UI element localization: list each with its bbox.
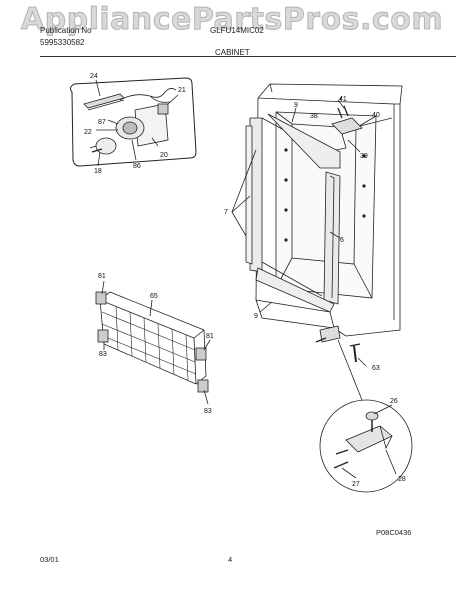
callout-39: 39: [360, 153, 368, 160]
callout-83-left: 83: [99, 351, 107, 358]
callout-87: 87: [98, 119, 106, 126]
publication-number: 5995330582: [40, 38, 85, 47]
page-number: 4: [228, 555, 233, 564]
callout-28: 28: [398, 476, 406, 483]
callout-40: 40: [372, 112, 380, 119]
callout-6: 6: [340, 237, 344, 244]
publication-label: Publication No: [40, 26, 92, 35]
callout-27: 27: [352, 481, 360, 488]
callout-81-right: 81: [206, 333, 214, 340]
callout-22: 22: [84, 129, 92, 136]
model-number: GLFU14MIC02: [210, 26, 264, 35]
callout-18: 18: [94, 168, 102, 175]
header-rule: [40, 56, 456, 57]
diagram-code: P08C0436: [376, 528, 412, 537]
bottom-hinge: [315, 325, 361, 363]
callout-83-right: 83: [204, 408, 212, 415]
callout-26: 26: [390, 398, 398, 405]
callout-24: 24: [90, 73, 98, 80]
callout-9-top: 9: [294, 102, 298, 109]
section-title: CABINET: [215, 48, 250, 57]
callout-86: 86: [133, 163, 141, 170]
top-hinge: [331, 95, 363, 151]
callout-labels: 24 21 87 22 20 86 18 9 41 38 40 39 7 6 9…: [84, 73, 406, 488]
callout-7: 7: [224, 209, 228, 216]
light-assembly-inset: [69, 77, 197, 167]
watermark: AppliancePartsPros.com: [20, 2, 444, 38]
callout-9-bottom: 9: [254, 313, 258, 320]
callout-38: 38: [310, 113, 318, 120]
callout-63: 63: [372, 365, 380, 372]
callout-21: 21: [178, 87, 186, 94]
door-trim-strips: [245, 113, 341, 313]
callout-65: 65: [150, 293, 158, 300]
wire-basket: [95, 291, 209, 393]
callout-81-left: 81: [98, 273, 106, 280]
footer-date: 03/01: [40, 555, 59, 564]
callout-41: 41: [339, 96, 347, 103]
callout-20: 20: [160, 152, 168, 159]
